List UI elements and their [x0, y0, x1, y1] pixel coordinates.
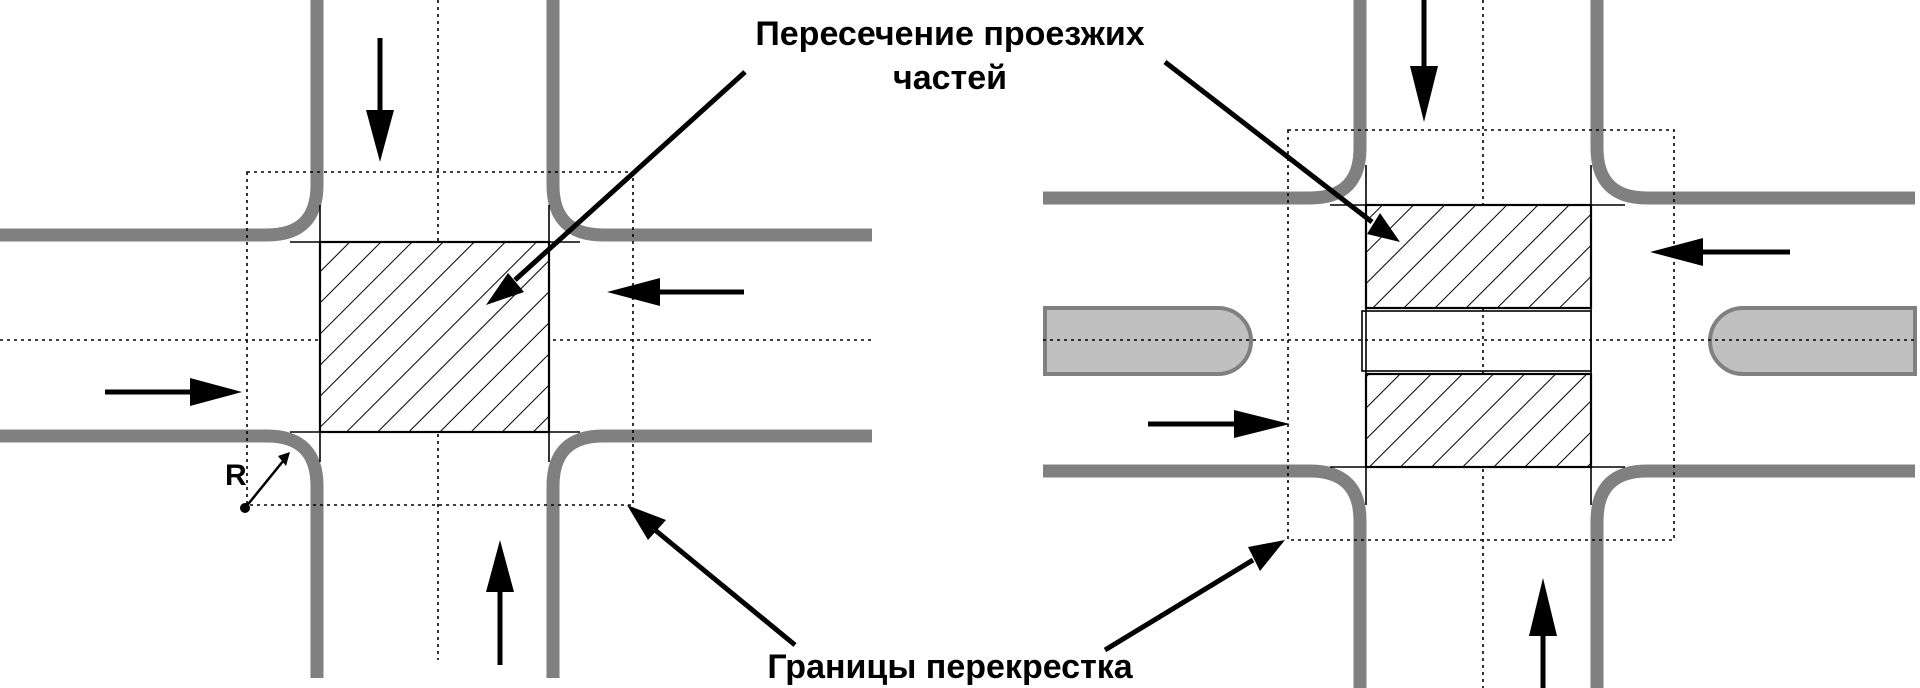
right-road-edge-nw	[1043, 0, 1367, 205]
right-road-edge-ne	[1590, 0, 1915, 205]
right-carriageway-intersection-area-north	[1364, 203, 1593, 310]
left-arrow-left-icon	[607, 278, 744, 306]
right-median-gap	[1361, 310, 1592, 372]
left-road-edge-ne	[546, 0, 872, 242]
right-intersection-boundary	[1287, 129, 1675, 541]
intersection-boundaries-label: Границы перекрестка	[767, 648, 1133, 686]
right-carriageway-intersection-area-south	[1364, 372, 1593, 469]
right-arrow-down-icon	[1410, 0, 1438, 122]
radius-marker: R	[225, 452, 290, 513]
right-arrow-left-icon	[1650, 238, 1790, 266]
left-intersection: R	[0, 0, 872, 678]
right-median-island-east	[1708, 306, 1917, 376]
radius-label: R	[225, 459, 247, 492]
left-arrow-right-icon	[105, 378, 242, 406]
right-road-edge-se	[1590, 464, 1915, 688]
right-intersection	[1043, 0, 1917, 688]
left-intersection-boundary	[246, 171, 634, 506]
left-road-edge-sw	[0, 429, 324, 678]
right-arrow-right-icon	[1148, 410, 1290, 438]
right-median-island-west	[1043, 306, 1253, 376]
carriageway-intersection-label-line2: частей	[893, 59, 1007, 97]
right-road-edge-sw	[1043, 464, 1367, 688]
left-road-edge-nw	[0, 0, 324, 242]
left-road-edge-se	[546, 429, 872, 678]
right-arrow-up-icon	[1529, 578, 1557, 688]
carriageway-intersection-label-line1: Пересечение проезжих	[755, 15, 1144, 53]
left-carriageway-intersection-area	[318, 240, 551, 434]
left-arrow-up-icon	[486, 540, 514, 665]
left-arrow-down-icon	[366, 38, 394, 162]
callout-leaders	[486, 60, 1400, 653]
